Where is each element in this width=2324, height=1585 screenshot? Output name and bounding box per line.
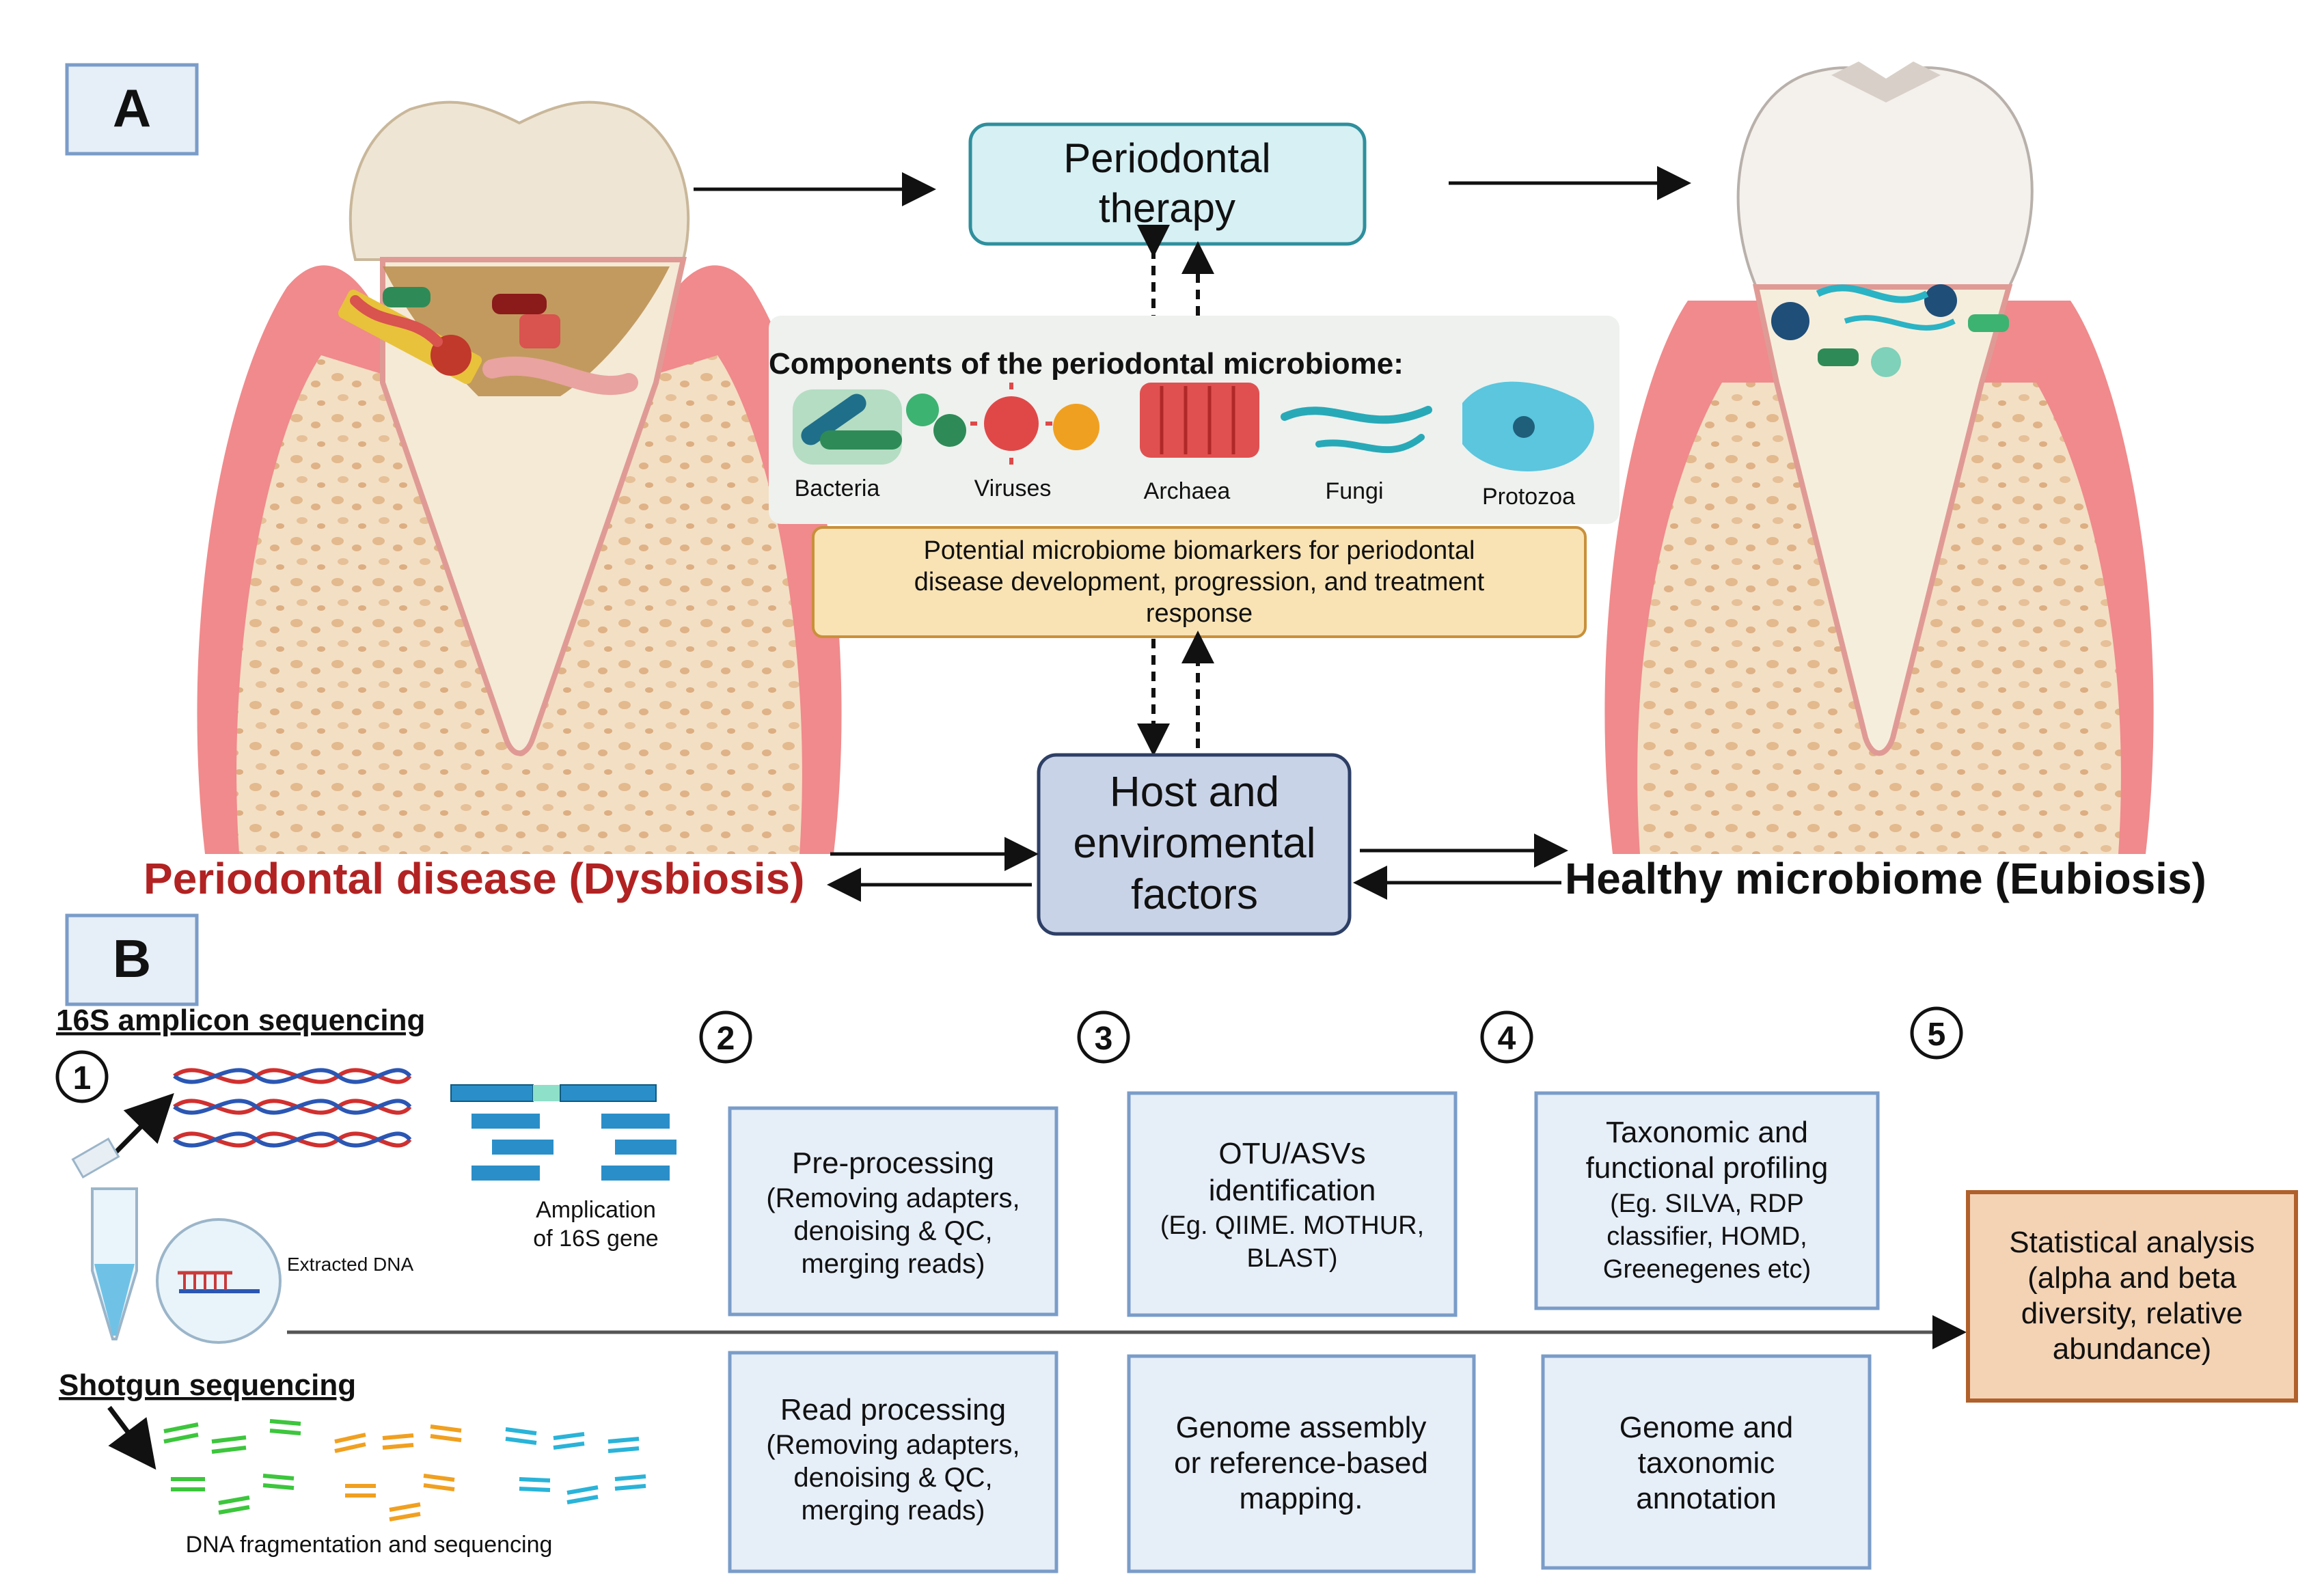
amplification-caption-1: Amplication xyxy=(536,1197,656,1223)
step-1-marker: 1 xyxy=(55,1050,109,1103)
stats-line-3: diversity, relative xyxy=(2021,1297,2243,1330)
step-3-marker: 3 xyxy=(1077,1010,1130,1064)
step-2-marker: 2 xyxy=(699,1010,752,1064)
host-factors-box xyxy=(1037,753,1352,936)
biomarker-line-3: response xyxy=(1146,599,1253,628)
svg-text:4: 4 xyxy=(1498,1021,1516,1057)
panel-a: A xyxy=(65,61,2206,936)
host-box-line-1: Host and xyxy=(1110,769,1279,816)
annotation-line-1: Genome and xyxy=(1619,1411,1793,1444)
therapy-box-line-2: therapy xyxy=(1099,185,1235,231)
profiling-line-3: (Eg. SILVA, RDP xyxy=(1610,1189,1804,1218)
profiling-line-2: functional profiling xyxy=(1586,1151,1829,1185)
amplification-fragments-icon xyxy=(450,1084,676,1181)
virus-icon xyxy=(970,383,1099,465)
otu-line-3: (Eg. QIIME. MOTHUR, xyxy=(1160,1211,1424,1240)
bacteria-icon xyxy=(793,389,966,465)
profiling-line-1: Taxonomic and xyxy=(1606,1116,1808,1149)
preprocessing-line-4: merging reads) xyxy=(801,1249,985,1279)
assembly-line-1: Genome assembly xyxy=(1176,1411,1427,1444)
host-box-line-3: factors xyxy=(1131,871,1258,918)
sample-tube-icon xyxy=(71,1137,138,1340)
read-processing-line-3: denoising & QC, xyxy=(793,1463,992,1493)
biomarker-line-1: Potential microbiome biomarkers for peri… xyxy=(924,536,1475,565)
svg-text:1: 1 xyxy=(73,1060,92,1097)
statistical-analysis-box xyxy=(1966,1190,2298,1403)
step-4-marker: 4 xyxy=(1480,1010,1533,1064)
dna-helix-illustration xyxy=(173,1068,412,1148)
archaea-icon xyxy=(1140,383,1259,458)
otu-line-2: identification xyxy=(1209,1174,1376,1207)
shotgun-title: Shotgun sequencing xyxy=(59,1368,356,1402)
fragmentation-caption: DNA fragmentation and sequencing xyxy=(186,1532,553,1558)
stats-line-4: abundance) xyxy=(2053,1332,2211,1366)
svg-text:5: 5 xyxy=(1928,1017,1946,1053)
diseased-tooth-illustration xyxy=(197,100,842,854)
host-box-line-2: enviromental xyxy=(1074,820,1316,867)
panel-b-letter: B xyxy=(113,928,151,989)
panel-a-letter: A xyxy=(113,78,151,138)
healthy-tooth-illustration xyxy=(1604,61,2154,854)
otu-line-1: OTU/ASVs xyxy=(1218,1137,1365,1170)
extracted-dna-label: Extracted DNA xyxy=(287,1254,413,1275)
preprocessing-line-2: (Removing adapters, xyxy=(766,1183,1020,1213)
profiling-line-5: Greenegenes etc) xyxy=(1603,1255,1811,1284)
genome-assembly-box xyxy=(1127,1354,1476,1573)
taxonomic-profiling-box xyxy=(1534,1091,1880,1310)
assembly-line-2: or reference-based xyxy=(1174,1446,1428,1480)
panel-b: B 16S amplicon sequencing Shotgun sequen… xyxy=(55,913,2298,1573)
organism-label-bacteria: Bacteria xyxy=(795,476,880,501)
read-processing-box xyxy=(728,1351,1058,1573)
shotgun-fragments-icon xyxy=(163,1419,646,1521)
otu-line-4: BLAST) xyxy=(1246,1244,1337,1273)
organism-label-fungi: Fungi xyxy=(1325,478,1383,504)
preprocessing-line-3: denoising & QC, xyxy=(793,1216,992,1246)
svg-text:2: 2 xyxy=(717,1021,735,1057)
step-5-marker: 5 xyxy=(1910,1006,1963,1060)
extracted-dna-icon xyxy=(178,1271,260,1293)
svg-text:3: 3 xyxy=(1095,1021,1113,1057)
disease-label: Periodontal disease (Dysbiosis) xyxy=(143,854,804,903)
fungi-icon xyxy=(1281,406,1432,454)
profiling-line-4: classifier, HOMD, xyxy=(1607,1222,1807,1251)
preprocessing-line-1: Pre-processing xyxy=(792,1146,994,1180)
protozoa-icon xyxy=(1462,381,1594,471)
otu-identification-box xyxy=(1127,1091,1458,1317)
preprocessing-box xyxy=(728,1106,1058,1317)
therapy-box-line-1: Periodontal xyxy=(1063,135,1271,181)
stats-line-2: (alpha and beta xyxy=(2027,1261,2237,1295)
extracted-dna-magnifier xyxy=(156,1218,282,1344)
healthy-label: Healthy microbiome (Eubiosis) xyxy=(1565,854,2206,903)
organism-label-archaea: Archaea xyxy=(1144,478,1231,504)
read-processing-line-4: merging reads) xyxy=(801,1496,985,1526)
amplification-caption-2: of 16S gene xyxy=(533,1226,658,1252)
biomarker-line-2: disease development, progression, and tr… xyxy=(914,568,1485,596)
components-title: Components of the periodontal microbiome… xyxy=(769,347,1404,381)
annotation-line-3: annotation xyxy=(1636,1482,1777,1515)
organism-label-protozoa: Protozoa xyxy=(1482,484,1575,510)
stats-line-1: Statistical analysis xyxy=(2009,1226,2254,1259)
amplicon-title: 16S amplicon sequencing xyxy=(56,1004,425,1037)
read-processing-line-1: Read processing xyxy=(780,1393,1006,1426)
annotation-line-2: taxonomic xyxy=(1638,1446,1775,1480)
genome-annotation-box xyxy=(1541,1354,1872,1570)
organism-label-viruses: Viruses xyxy=(974,476,1052,501)
read-processing-line-2: (Removing adapters, xyxy=(766,1430,1020,1460)
assembly-line-3: mapping. xyxy=(1239,1482,1363,1515)
